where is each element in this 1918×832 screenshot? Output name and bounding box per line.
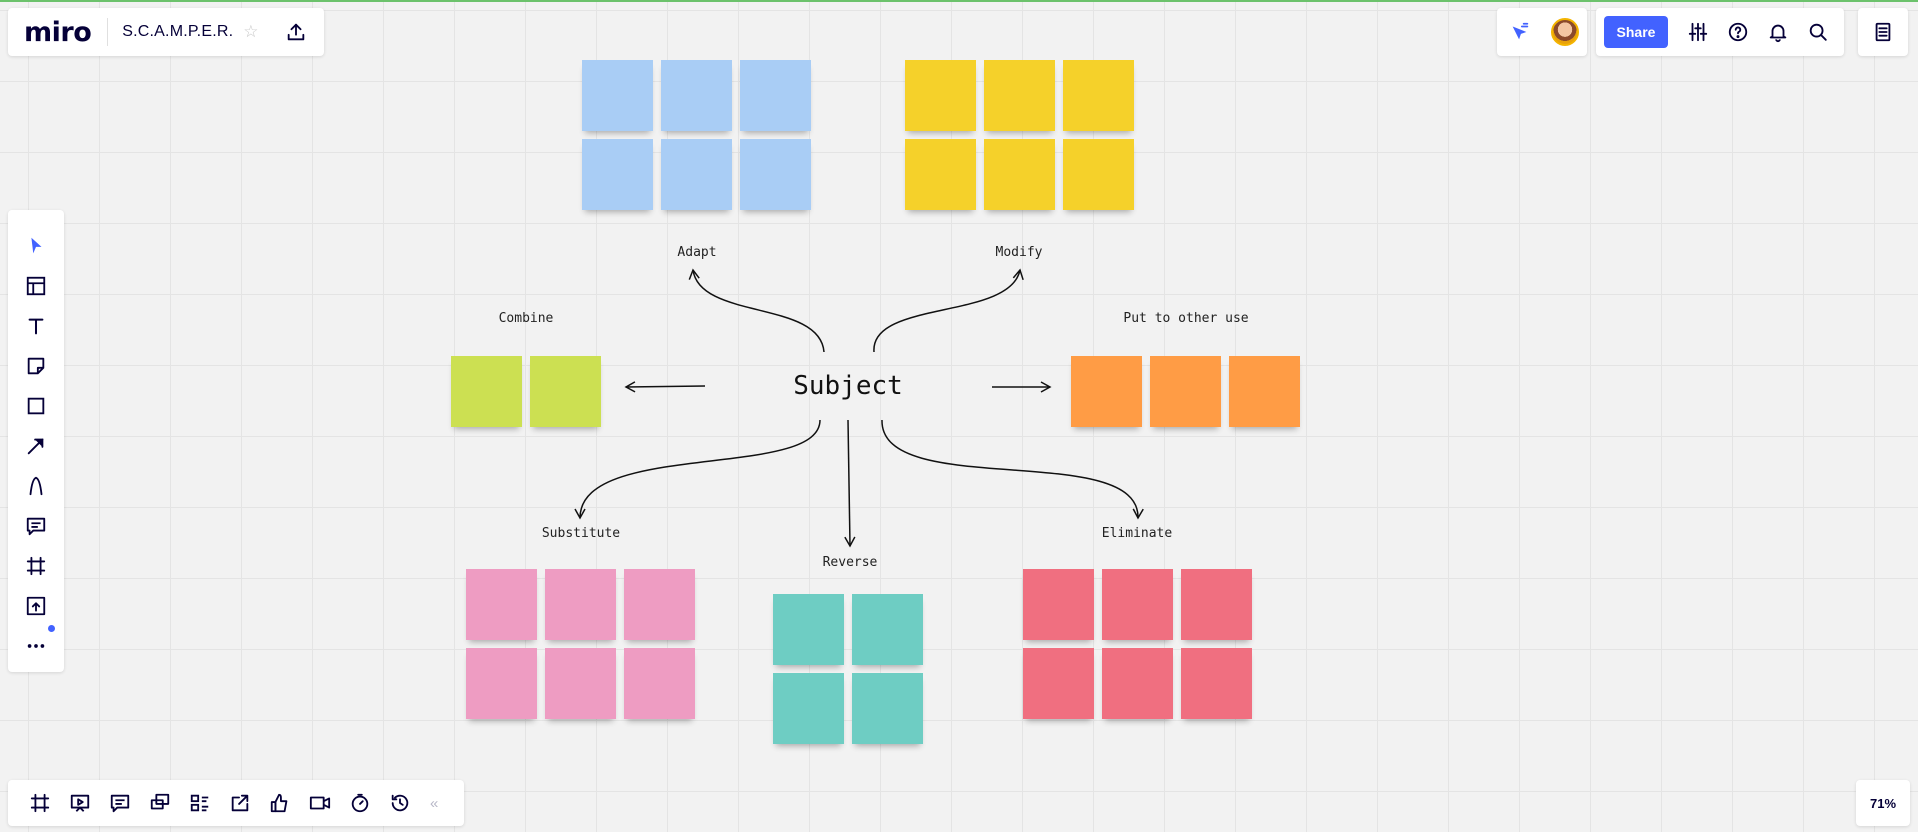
sticky-note-eliminate[interactable] [1023,569,1094,640]
sticky-note-substitute[interactable] [624,569,695,640]
sticky-note-icon[interactable] [16,346,56,386]
collaboration-toolbar: « [8,780,464,826]
share-button[interactable]: Share [1604,16,1668,48]
sticky-note-substitute[interactable] [466,569,537,640]
sticky-note-substitute[interactable] [545,648,616,719]
sticky-note-adapt[interactable] [582,60,653,131]
presentation-icon[interactable] [60,783,100,823]
sticky-note-put-to-other-use[interactable] [1071,356,1142,427]
label-put-to-other-use[interactable]: Put to other use [1123,311,1249,326]
comment-icon[interactable] [16,506,56,546]
sticky-note-eliminate[interactable] [1181,569,1252,640]
sticky-note-put-to-other-use[interactable] [1150,356,1221,427]
label-substitute[interactable]: Substitute [541,526,621,541]
cursor-tracking-icon[interactable] [1505,17,1535,47]
sticky-note-substitute[interactable] [545,569,616,640]
divider [107,18,109,46]
sticky-note-modify[interactable] [905,139,976,210]
upload-icon[interactable] [281,17,311,47]
connector-reverse[interactable] [844,419,856,548]
sticky-note-reverse[interactable] [773,673,844,744]
more-icon[interactable] [16,626,56,666]
notes-icon[interactable] [1868,17,1898,47]
frames-icon[interactable] [20,783,60,823]
sticky-note-substitute[interactable] [624,648,695,719]
label-adapt[interactable]: Adapt [677,245,717,260]
sticky-note-modify[interactable] [984,60,1055,131]
miro-logo[interactable]: miro [24,16,92,48]
top-tools-panel: Share [1596,8,1844,56]
upload-icon[interactable] [16,586,56,626]
sticky-note-combine[interactable] [451,356,522,427]
video-call-icon[interactable] [300,783,340,823]
zoom-level[interactable]: 71% [1856,780,1910,826]
select-cursor-icon[interactable] [16,226,56,266]
frame-icon[interactable] [16,546,56,586]
sticky-note-substitute[interactable] [466,648,537,719]
sticky-note-modify[interactable] [1063,139,1134,210]
sticky-note-eliminate[interactable] [1181,648,1252,719]
shape-icon[interactable] [16,386,56,426]
sticky-note-put-to-other-use[interactable] [1229,356,1300,427]
settings-sliders-icon[interactable] [1678,17,1718,47]
label-modify[interactable]: Modify [995,245,1043,260]
sticky-note-eliminate[interactable] [1023,648,1094,719]
help-icon[interactable] [1718,17,1758,47]
text-icon[interactable] [16,306,56,346]
star-icon[interactable]: ☆ [243,22,259,41]
creation-toolbar [8,210,64,672]
sticky-note-eliminate[interactable] [1102,569,1173,640]
label-eliminate[interactable]: Eliminate [1101,526,1173,541]
sticky-note-eliminate[interactable] [1102,648,1173,719]
collapse-icon[interactable]: « [430,794,438,812]
sticky-note-modify[interactable] [1063,60,1134,131]
board-header: miro S.C.A.M.P.E.R. ☆ [8,8,324,56]
notification-dot [48,625,55,632]
screen-share-icon[interactable] [140,783,180,823]
avatar[interactable] [1551,18,1579,46]
sticky-note-adapt[interactable] [661,60,732,131]
connector-combine[interactable] [624,381,706,393]
pen-icon[interactable] [16,466,56,506]
line-arrow-icon[interactable] [16,426,56,466]
sticky-note-adapt[interactable] [582,139,653,210]
label-reverse[interactable]: Reverse [822,555,878,570]
notes-panel [1858,8,1908,56]
label-combine[interactable]: Combine [498,311,554,326]
comments-icon[interactable] [100,783,140,823]
sticky-note-reverse[interactable] [852,594,923,665]
history-icon[interactable] [380,783,420,823]
card-list-icon[interactable] [180,783,220,823]
sticky-note-reverse[interactable] [852,673,923,744]
connector-eliminate[interactable] [881,419,1144,520]
sticky-note-adapt[interactable] [740,139,811,210]
templates-icon[interactable] [16,266,56,306]
sticky-note-adapt[interactable] [740,60,811,131]
sticky-note-modify[interactable] [984,139,1055,210]
search-icon[interactable] [1798,17,1838,47]
connector-adapt[interactable] [688,268,825,353]
timer-icon[interactable] [340,783,380,823]
connector-modify[interactable] [873,268,1024,353]
board-name[interactable]: S.C.A.M.P.E.R. [122,23,234,40]
bell-icon[interactable] [1758,17,1798,47]
export-icon[interactable] [220,783,260,823]
subject-text[interactable]: Subject [793,371,903,401]
sticky-note-combine[interactable] [530,356,601,427]
sticky-note-adapt[interactable] [661,139,732,210]
collaborators-panel [1497,8,1587,56]
connector-substitute[interactable] [574,419,821,520]
reactions-icon[interactable] [260,783,300,823]
sticky-note-modify[interactable] [905,60,976,131]
sticky-note-reverse[interactable] [773,594,844,665]
top-accent-line [0,0,1918,2]
